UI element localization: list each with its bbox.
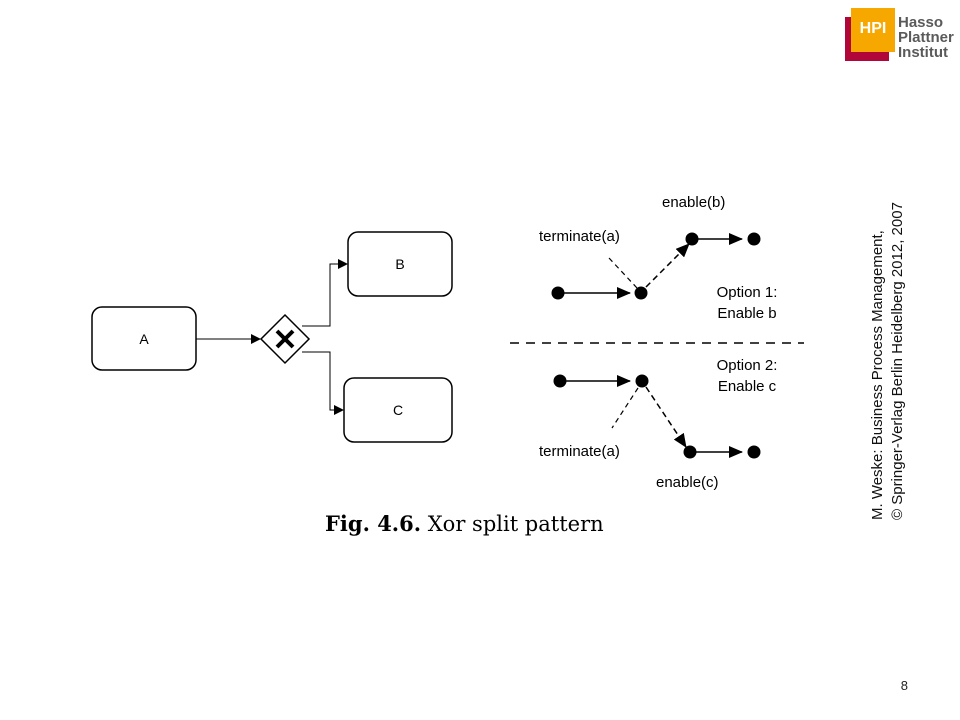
task-c-label: C (393, 402, 403, 418)
option2-terminate-label: terminate(a) (539, 443, 620, 460)
option1-title-line1: Option 1: (717, 284, 778, 301)
option1-terminate-label: terminate(a) (539, 228, 620, 245)
credit-line-2: © Springer-Verlag Berlin Heidelberg 2012… (889, 202, 906, 520)
hpi-logo: HPI Hasso Plattner Institut (845, 8, 955, 62)
figure-title: Xor split pattern (427, 512, 604, 536)
source-credit: M. Weske: Business Process Management, ©… (868, 180, 908, 520)
option1-node-4 (747, 232, 761, 246)
option2-title-line1: Option 2: (717, 357, 778, 374)
option2-node-4 (747, 445, 761, 459)
logo-wordmark: Hasso Plattner Institut (898, 15, 954, 60)
logo-line-3: Institut (898, 44, 948, 61)
option2-title-line2: Enable c (718, 378, 777, 395)
task-b-box (347, 231, 453, 297)
logo-line-2: Plattner (898, 29, 954, 46)
option2-node-1 (553, 374, 567, 388)
option-2-graph: terminate(a) enable(c) Option 2: Enable … (539, 357, 777, 491)
task-c-box (343, 377, 453, 443)
option2-node-2 (635, 374, 649, 388)
credit-line-1: M. Weske: Business Process Management, (869, 230, 886, 520)
option1-title-line2: Enable b (717, 305, 776, 322)
option2-terminate-pointer (611, 387, 639, 429)
xor-gateway (259, 313, 311, 365)
logo-yellow-square (851, 8, 895, 52)
option1-node-2 (634, 286, 648, 300)
task-b-label: B (395, 256, 404, 272)
figure-number: Fig. 4.6. (325, 511, 422, 536)
figure-caption: Fig. 4.6. Xor split pattern (325, 511, 604, 536)
option1-node-1 (551, 286, 565, 300)
logo-badge-text: HPI (859, 20, 887, 37)
slide-number: 8 (900, 678, 908, 693)
xor-cross-icon (275, 329, 295, 349)
logo-line-1: Hasso (898, 14, 944, 31)
option2-enable-edge (645, 386, 687, 448)
flow-gateway-to-c (302, 351, 344, 415)
option-1-graph: terminate(a) enable(b) Option 1: Enable … (539, 194, 777, 322)
option1-enable-label: enable(b) (662, 194, 725, 211)
option1-enable-edge (645, 243, 690, 288)
flow-gateway-to-b (302, 259, 348, 327)
option2-enable-label: enable(c) (656, 474, 719, 491)
bpmn-diagram: A B C (91, 231, 453, 443)
option1-terminate-pointer (608, 257, 638, 289)
task-a-label: A (139, 331, 149, 347)
